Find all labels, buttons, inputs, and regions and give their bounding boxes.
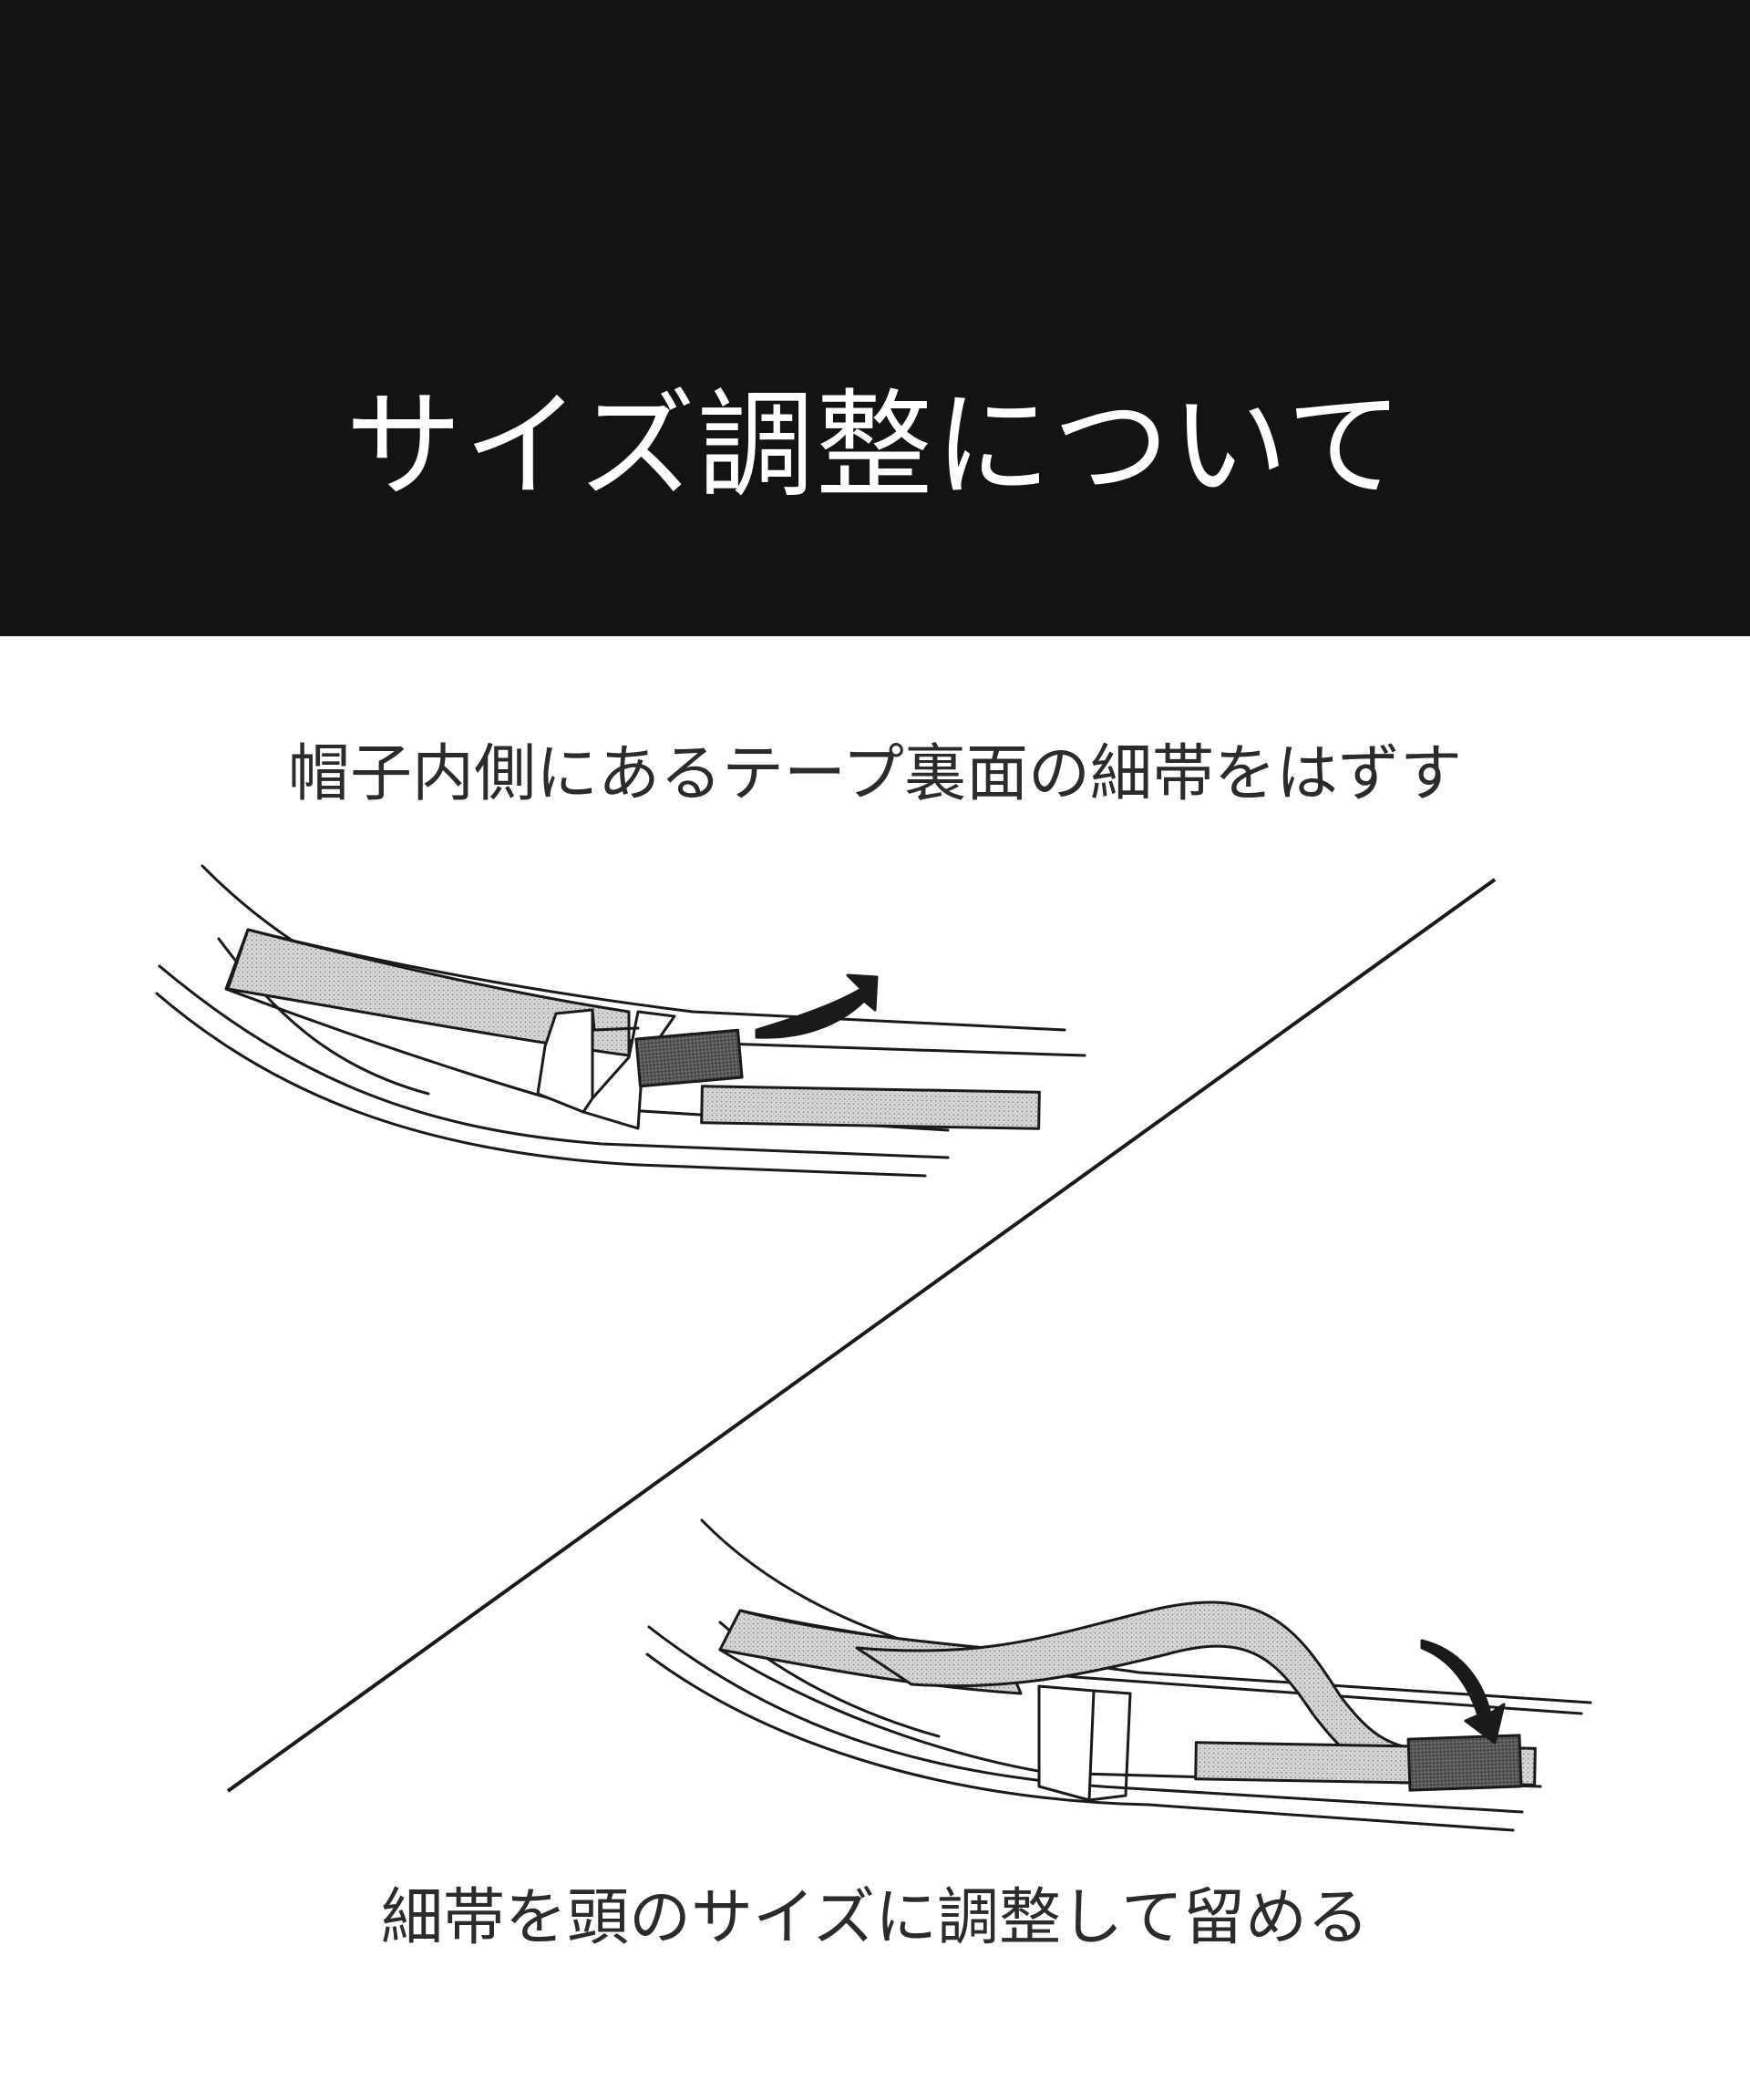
step-1-caption: 帽子内側にあるテープ裏面の細帯をはずす [288,738,1462,810]
fasten-arrow-icon [1420,1639,1506,1745]
lift-arrow-icon [755,973,879,1039]
velcro-tab [634,1028,744,1088]
inner-strip [700,1085,1041,1130]
header-band: サイズ調整について [0,0,1750,636]
step-2-caption: 細帯を頭のサイズに調整して留める [381,1882,1369,1954]
hat-band-detach-icon [155,864,1086,1178]
page-title: サイズ調整について [345,378,1405,514]
velcro-tab [1406,1734,1523,1792]
hat-band-attach-icon [645,1518,1592,1832]
buckle [1037,1684,1096,1802]
diagonal-divider [226,878,1497,1793]
